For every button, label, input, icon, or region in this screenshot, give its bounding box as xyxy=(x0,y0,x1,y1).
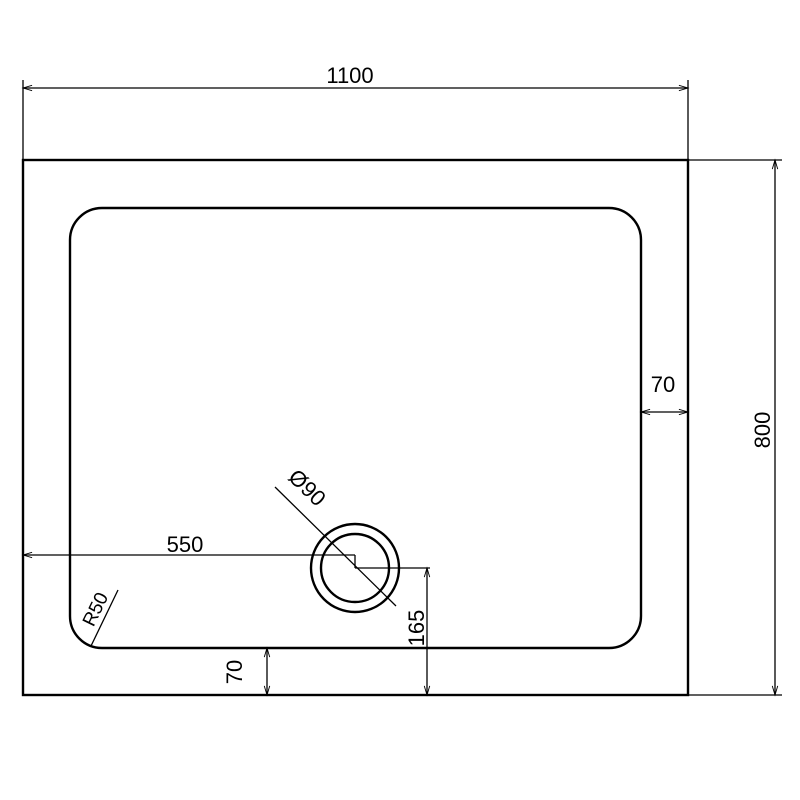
drain-y-dimension: 165 xyxy=(355,568,430,695)
depth-dimension: 800 xyxy=(688,160,782,695)
drain-y-label: 165 xyxy=(404,610,429,647)
tray-outline xyxy=(21,158,690,697)
width-dimension: 1100 xyxy=(23,63,688,160)
drain-x-dimension: 550 xyxy=(23,532,356,568)
width-label: 1100 xyxy=(326,63,373,88)
rim-side-label: 70 xyxy=(651,372,675,397)
rim-bottom-dimension: 70 xyxy=(222,648,267,695)
corner-radius-leader: R50 xyxy=(79,589,119,647)
rim-side-dimension: 70 xyxy=(641,372,688,412)
rim-bottom-label: 70 xyxy=(222,660,247,684)
tray-basin xyxy=(68,206,643,650)
drain-diameter-leader: Ø90 xyxy=(274,464,397,607)
drain-x-label: 550 xyxy=(167,532,204,557)
drain-diameter-label: Ø90 xyxy=(284,464,331,511)
depth-label: 800 xyxy=(750,412,775,449)
